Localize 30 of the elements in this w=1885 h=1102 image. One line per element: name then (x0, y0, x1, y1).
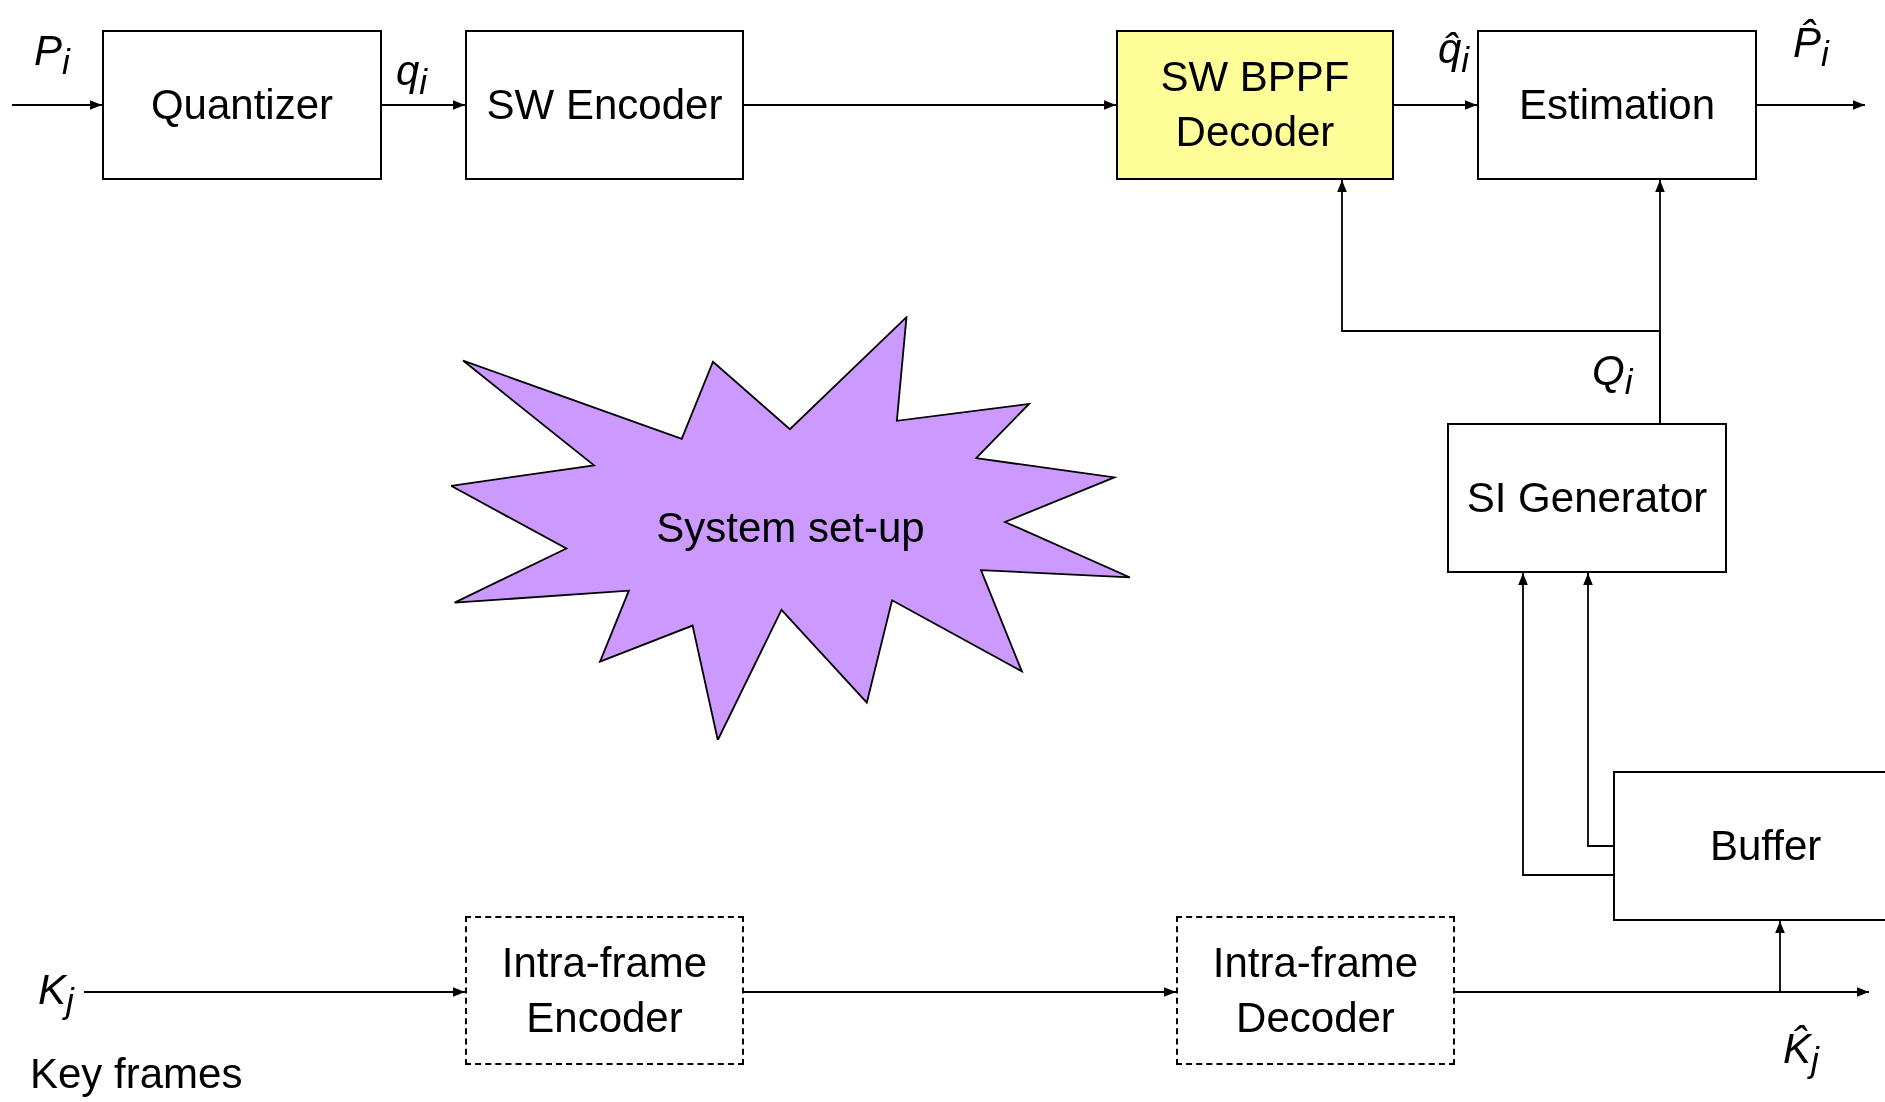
arrow (1583, 572, 1614, 847)
box-label: Quantizer (150, 79, 334, 130)
box-label: SI Generator (1466, 472, 1708, 523)
process-box (465, 916, 744, 1065)
arrow (381, 100, 466, 110)
arrow (743, 100, 1117, 110)
box-label: System set-up (656, 502, 925, 553)
box-label: Estimation (1518, 79, 1716, 130)
arrow (1756, 100, 1866, 110)
process-box (1477, 30, 1757, 180)
process-box (1176, 916, 1455, 1065)
edge-label: K̂$_{j}$ (1783, 1026, 1819, 1080)
caption-label: Key frames (30, 1050, 243, 1098)
process-box (102, 30, 382, 180)
process-box (1116, 30, 1394, 180)
arrow (1393, 100, 1478, 110)
arrow (11, 100, 103, 110)
process-box (1447, 423, 1727, 573)
box-label: SW BPPF Decoder (1159, 52, 1351, 157)
signal-label: K$_{j}$ (38, 964, 74, 1022)
box-label: Buffer (1710, 820, 1822, 871)
process-box (465, 30, 744, 180)
box-label: SW Encoder (486, 79, 723, 130)
arrow (1518, 572, 1614, 876)
arrow (83, 987, 466, 997)
box-label: Intra-frame Decoder (1211, 937, 1420, 1043)
process-box (1613, 771, 1885, 921)
box-label: Intra-frame Encoder (500, 937, 709, 1043)
arrow (743, 987, 1177, 997)
arrow (1655, 179, 1665, 424)
